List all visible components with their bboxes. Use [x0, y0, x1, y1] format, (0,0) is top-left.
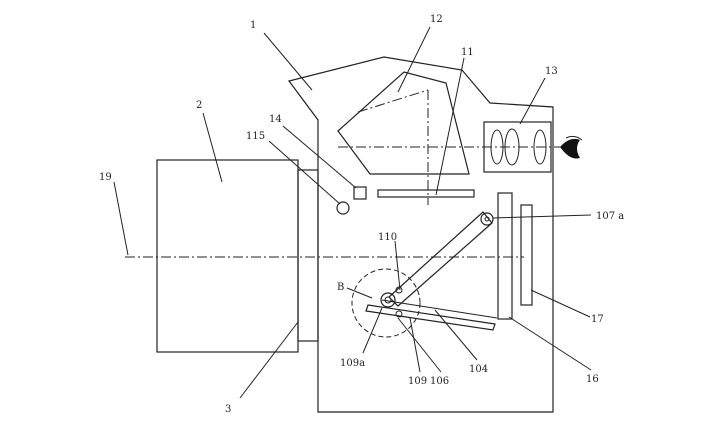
pin-104: [395, 310, 403, 318]
label-3: 3: [225, 404, 231, 415]
pivot-109: [380, 292, 396, 308]
label-b: B: [337, 282, 344, 293]
lens-barrel: [156, 159, 299, 353]
sub-mirror-line: [381, 299, 498, 319]
pivot-107a-inner: [484, 216, 490, 222]
sensor-14: [353, 186, 367, 200]
pivot-109-inner: [384, 296, 392, 304]
label-104: 104: [469, 364, 488, 375]
label-2: 2: [196, 100, 202, 111]
label-109a: 109a: [340, 358, 365, 369]
label-1: 1: [250, 20, 256, 31]
label-14: 14: [269, 114, 282, 125]
label-107a: 107 a: [596, 211, 624, 222]
label-106: 106: [430, 376, 449, 387]
focusing-screen: [377, 189, 475, 198]
label-17: 17: [591, 314, 604, 325]
camera-body: [287, 56, 554, 413]
label-109: 109: [408, 376, 427, 387]
label-13: 13: [545, 66, 558, 77]
pin-110: [395, 286, 403, 294]
pivot-107a: [480, 212, 494, 226]
label-115: 115: [246, 131, 265, 142]
leader-lines: [113, 26, 592, 399]
shutter-16: [497, 192, 513, 320]
lens-mount: [297, 169, 319, 342]
element-115: [336, 201, 350, 215]
label-11: 11: [461, 47, 474, 58]
label-12: 12: [430, 14, 443, 25]
label-19: 19: [99, 172, 112, 183]
eye-icon: [560, 135, 583, 159]
label-110: 110: [378, 232, 397, 243]
image-sensor-17: [520, 204, 533, 306]
detail-circle-b: [351, 268, 421, 338]
mirror-arm: [388, 211, 493, 307]
pentaprism: [337, 71, 470, 175]
label-16: 16: [586, 374, 599, 385]
sub-mirror-plate: [365, 304, 496, 331]
prism-diagonal-axis: [357, 89, 429, 113]
